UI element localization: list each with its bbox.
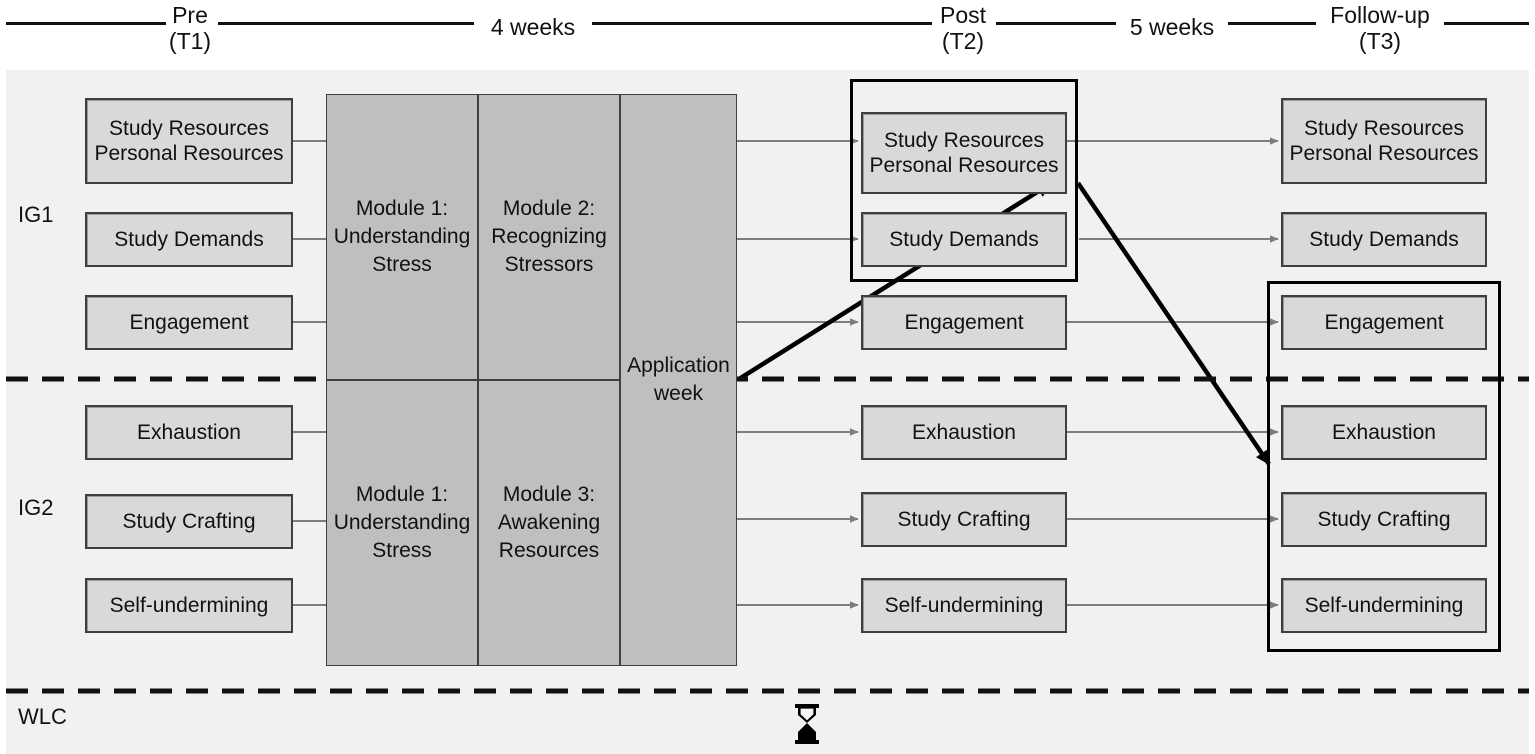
timeline-label-interval1: 4 weeks xyxy=(490,14,576,40)
module-box-mod-ig1-2: Module 2: Recognizing Stressors xyxy=(478,94,620,380)
module-box-mod-ig1-1: Module 1: Understanding Stress xyxy=(326,94,478,380)
measure-box-pre-ig1-engagement: Engagement xyxy=(85,295,293,350)
timeline-label-interval2: 5 weeks xyxy=(1129,14,1215,40)
measure-box-pre-ig1-demands: Study Demands xyxy=(85,212,293,267)
timeline-header xyxy=(0,0,1535,70)
measure-box-fu-ig1-resources: Study Resources Personal Resources xyxy=(1281,98,1487,184)
timeline-label-followup: Follow-up (T3) xyxy=(1330,2,1430,54)
measure-box-fu-ig1-engagement: Engagement xyxy=(1281,295,1487,350)
measure-box-fu-ig2-crafting: Study Crafting xyxy=(1281,492,1487,547)
measure-box-post-ig2-exhaustion: Exhaustion xyxy=(861,405,1067,460)
timeline-label-pre: Pre (T1) xyxy=(168,2,212,54)
measure-box-post-ig2-crafting: Study Crafting xyxy=(861,492,1067,547)
measure-box-pre-ig1-resources: Study Resources Personal Resources xyxy=(85,98,293,184)
hourglass-icon xyxy=(792,702,822,754)
measure-box-fu-ig2-exhaustion: Exhaustion xyxy=(1281,405,1487,460)
highlight-followup-primary-outcomes-frame xyxy=(1267,281,1501,652)
module-box-mod-ig2-3: Module 3: Awakening Resources xyxy=(478,380,620,666)
measure-box-fu-ig2-selfund: Self-undermining xyxy=(1281,578,1487,633)
measure-box-post-ig1-demands: Study Demands xyxy=(861,212,1067,267)
measure-box-pre-ig2-selfund: Self-undermining xyxy=(85,578,293,633)
wlc-label: WLC xyxy=(18,704,67,729)
group-label-ig2: IG2 xyxy=(18,495,54,520)
timeline-label-post: Post (T2) xyxy=(939,2,987,54)
module-box-mod-appweek: Application week xyxy=(620,94,737,666)
timeline-rule-2 xyxy=(592,22,932,25)
measure-box-pre-ig2-exhaustion: Exhaustion xyxy=(85,405,293,460)
measure-box-post-ig2-selfund: Self-undermining xyxy=(861,578,1067,633)
measure-box-post-ig1-engagement: Engagement xyxy=(861,295,1067,350)
group-label-ig1: IG1 xyxy=(18,202,54,227)
timeline-rule-1 xyxy=(218,22,474,25)
timeline-rule-3 xyxy=(996,22,1116,25)
measure-box-post-ig1-resources: Study Resources Personal Resources xyxy=(861,112,1067,194)
hourglass-glyph xyxy=(795,704,819,744)
timeline-rule-0 xyxy=(6,22,166,25)
measure-box-pre-ig2-crafting: Study Crafting xyxy=(85,494,293,549)
highlight-post-primary-outcomes-frame xyxy=(850,79,1078,282)
timeline-rule-4 xyxy=(1228,22,1316,25)
timeline-rule-5 xyxy=(1444,22,1529,25)
measure-box-fu-ig1-demands: Study Demands xyxy=(1281,212,1487,267)
module-box-mod-ig2-1: Module 1: Understanding Stress xyxy=(326,380,478,666)
